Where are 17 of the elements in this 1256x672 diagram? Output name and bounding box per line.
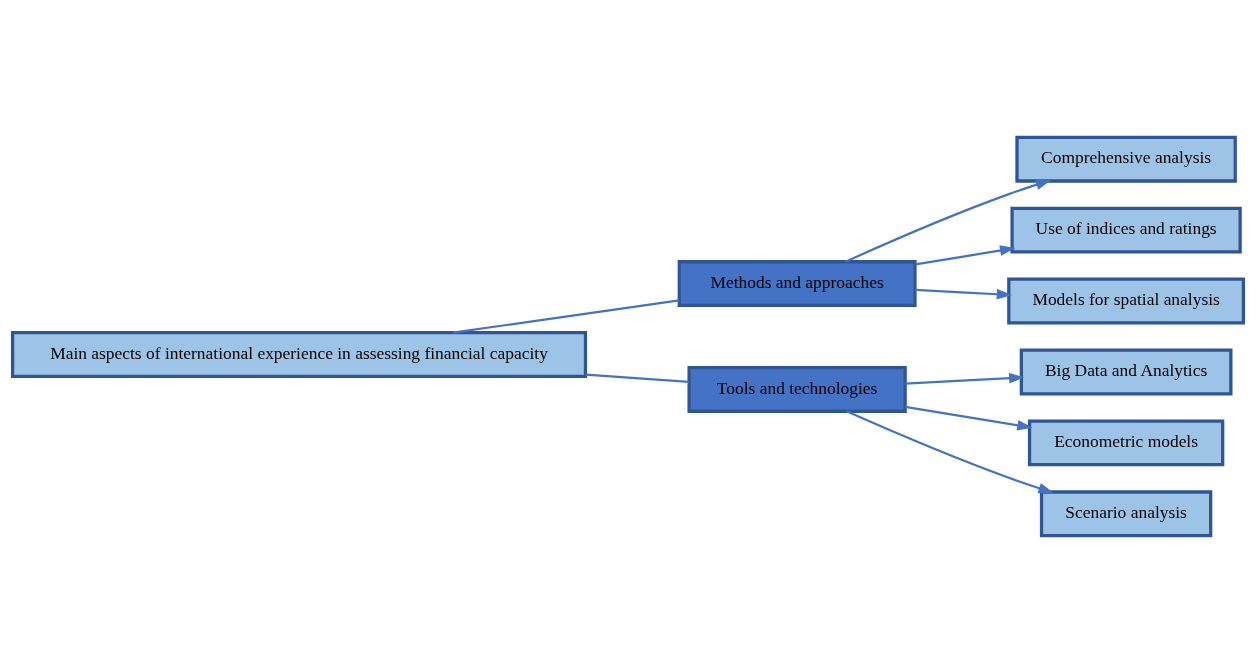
node-box: Models for spatial analysis bbox=[1007, 277, 1246, 324]
connector bbox=[585, 373, 689, 383]
arrow bbox=[846, 409, 1054, 493]
arrow bbox=[905, 372, 1025, 385]
node-box: Tools and technologies bbox=[687, 365, 907, 413]
connector bbox=[452, 298, 680, 334]
node-box: Big Data and Analytics bbox=[1019, 348, 1233, 395]
node-box: Comprehensive analysis bbox=[1015, 135, 1237, 183]
arrow bbox=[915, 288, 1013, 300]
arrow bbox=[845, 179, 1052, 263]
node-box: Econometric models bbox=[1027, 418, 1225, 466]
arrow bbox=[915, 244, 1016, 265]
node-box: Use of indices and ratings bbox=[1010, 206, 1242, 254]
node-box: Main aspects of international experience in assessing financial capacity bbox=[10, 330, 588, 378]
arrow bbox=[905, 405, 1033, 431]
node-box: Methods and approaches bbox=[677, 259, 917, 307]
node-box: Scenario analysis bbox=[1039, 489, 1213, 537]
